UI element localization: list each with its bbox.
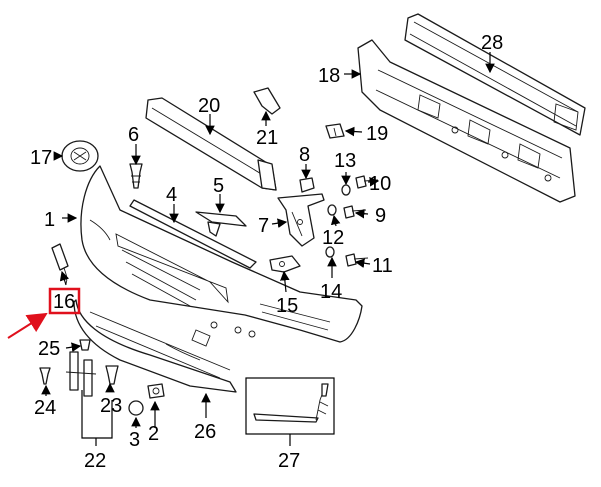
callout-7: 7	[258, 215, 269, 237]
part-5-bracket	[195, 211, 247, 237]
part-22-bracket-set	[65, 351, 97, 397]
part-21-clip	[253, 87, 281, 115]
callout-11: 11	[372, 255, 393, 277]
callout-25: 25	[38, 338, 60, 360]
callout-5: 5	[213, 175, 224, 197]
callout-6: 6	[128, 124, 139, 146]
callout-8: 8	[299, 144, 310, 166]
part-4-trim-strip	[129, 199, 257, 269]
callout-13: 13	[334, 150, 356, 172]
callout-27: 27	[278, 450, 300, 472]
part-6-push-clip	[129, 163, 143, 189]
callout-labels: 1 2 3 4 5 6 7 8 9 10 11 12 13 14 15 16 1…	[30, 32, 503, 472]
part-15-bracket	[269, 255, 301, 273]
part-25-clip	[79, 339, 91, 351]
part-11-bolt	[345, 253, 369, 267]
part-28-reinforcement-beam	[404, 13, 586, 136]
callout-2: 2	[148, 423, 159, 445]
callout-3: 3	[129, 429, 140, 451]
callout-12: 12	[322, 227, 344, 249]
part-16-side-marker	[51, 243, 69, 285]
callout-10: 10	[369, 173, 391, 195]
part-8-nut	[299, 177, 315, 193]
callout-20: 20	[198, 95, 220, 117]
callout-22: 22	[84, 450, 106, 472]
part-27-inset-box	[245, 377, 335, 435]
callout-17: 17	[30, 147, 52, 169]
highlight-arrow	[7, 312, 48, 339]
part-12-washer	[327, 204, 337, 216]
part-19-bolt	[325, 123, 345, 139]
part-7-side-bracket	[277, 193, 325, 247]
part-26-lower-valance	[73, 299, 237, 393]
part-24-screw	[39, 367, 51, 385]
callout-9: 9	[375, 205, 386, 227]
callout-28: 28	[481, 32, 503, 54]
part-20-upper-bracket	[145, 97, 277, 191]
part-1-bumper-cover	[80, 165, 363, 343]
callout-21: 21	[256, 127, 278, 149]
callout-19: 19	[366, 123, 388, 145]
callout-26: 26	[194, 421, 216, 443]
part-9-bolt	[343, 205, 367, 219]
callout-4: 4	[166, 184, 177, 206]
callout-18: 18	[318, 65, 340, 87]
part-3-plug	[128, 400, 144, 416]
callout-1: 1	[44, 209, 55, 231]
part-17-cap	[61, 140, 99, 172]
callout-23: 23	[100, 395, 122, 417]
part-13-washer	[341, 184, 351, 196]
leader-lines	[41, 52, 495, 446]
callout-15: 15	[276, 295, 298, 317]
highlight-box	[48, 287, 81, 315]
part-18-energy-absorber	[357, 39, 576, 203]
callout-14: 14	[320, 281, 342, 303]
part-23-clip	[105, 365, 119, 385]
part-2-screw	[147, 383, 165, 399]
callout-24: 24	[34, 397, 56, 419]
callout-16: 16	[53, 291, 75, 313]
